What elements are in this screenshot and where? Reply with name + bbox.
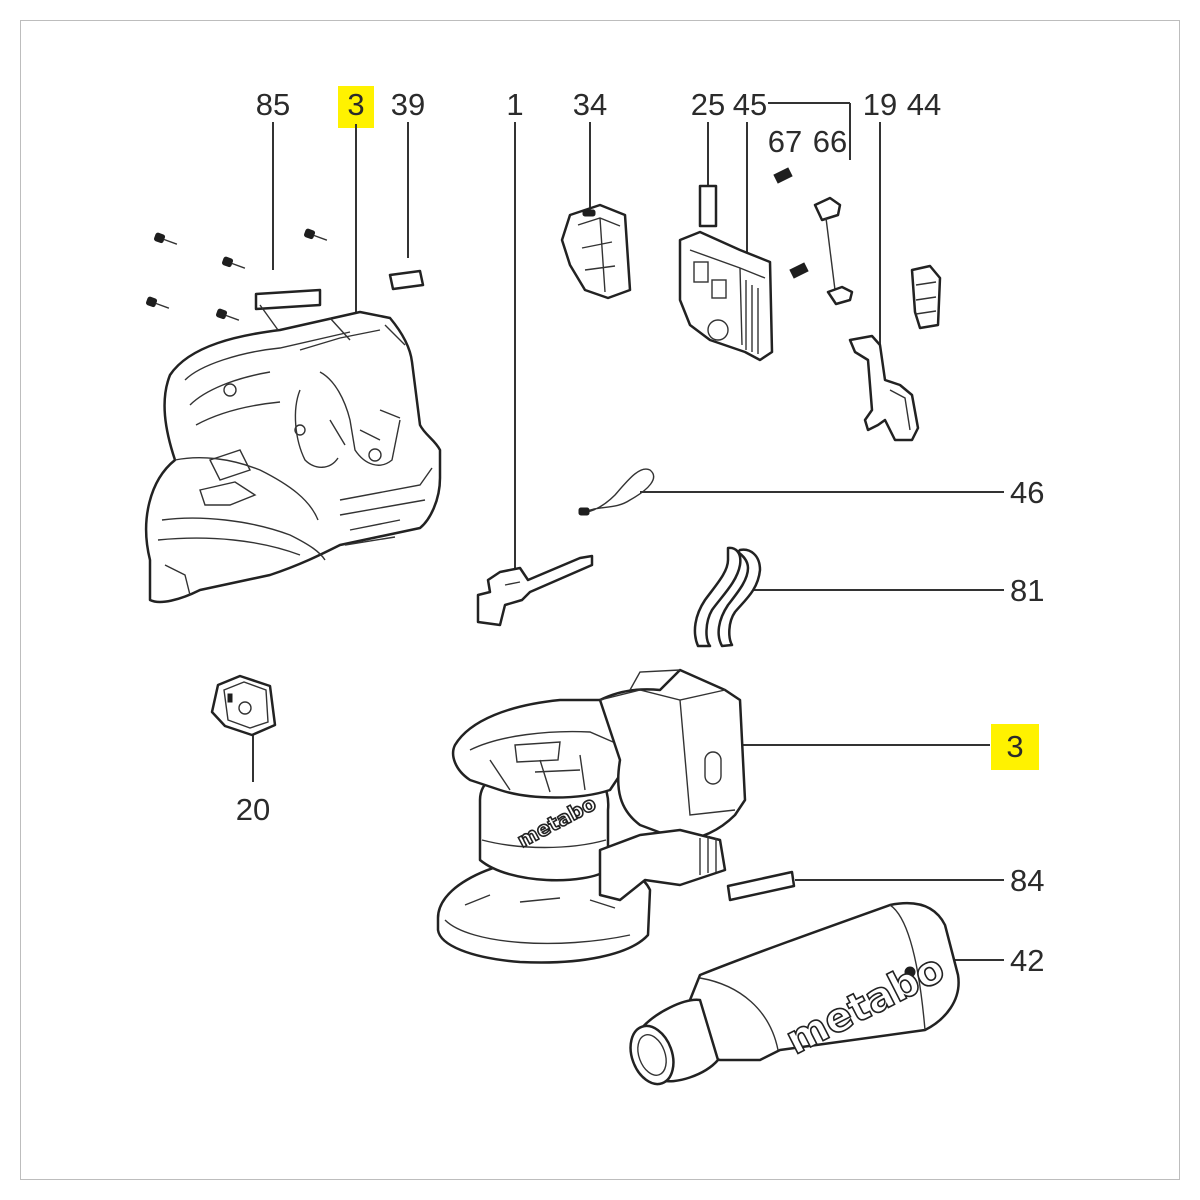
part-46-cable	[578, 468, 655, 516]
label-84: 84	[1010, 863, 1044, 898]
label-3-top: 3	[347, 87, 364, 122]
part-67-springs	[773, 167, 809, 279]
label-39: 39	[391, 87, 425, 122]
label-3-right: 3	[1006, 729, 1023, 764]
label-44: 44	[907, 87, 941, 122]
part-3-assembled-sander: metabo	[436, 668, 747, 964]
part-84-label	[726, 870, 796, 902]
part-20-button	[210, 674, 277, 737]
label-25: 25	[691, 87, 725, 122]
label-46: 46	[1010, 475, 1044, 510]
part-85-label-strip	[254, 288, 322, 311]
part-25-label	[698, 184, 718, 228]
label-42: 42	[1010, 943, 1044, 978]
label-19: 19	[863, 87, 897, 122]
part-3-housing-half	[144, 304, 442, 604]
part-39-plate	[388, 269, 425, 291]
part-34-battery-connector	[560, 203, 632, 300]
label-45: 45	[733, 87, 767, 122]
label-81: 81	[1010, 573, 1044, 608]
part-45-electronic-module	[678, 230, 774, 362]
part-42-dust-box: metabo	[629, 901, 960, 1086]
part-labels: 85 3 39 1 34 25 45 67 66 19 44 46 81 20 …	[236, 87, 1045, 978]
part-81-gasket	[693, 546, 762, 648]
label-20: 20	[236, 792, 270, 827]
part-1-lever	[476, 554, 594, 627]
highlight-part-3-right	[991, 724, 1039, 770]
label-66: 66	[813, 124, 847, 159]
label-67: 67	[768, 124, 802, 159]
part-66-contact	[813, 196, 854, 306]
screws	[145, 228, 328, 321]
label-34: 34	[573, 87, 607, 122]
label-1: 1	[506, 87, 523, 122]
label-85: 85	[256, 87, 290, 122]
highlight-part-3-top	[338, 86, 374, 128]
leader-lines	[252, 102, 1004, 961]
part-19-switch	[848, 334, 920, 442]
part-44-clip	[910, 264, 942, 330]
